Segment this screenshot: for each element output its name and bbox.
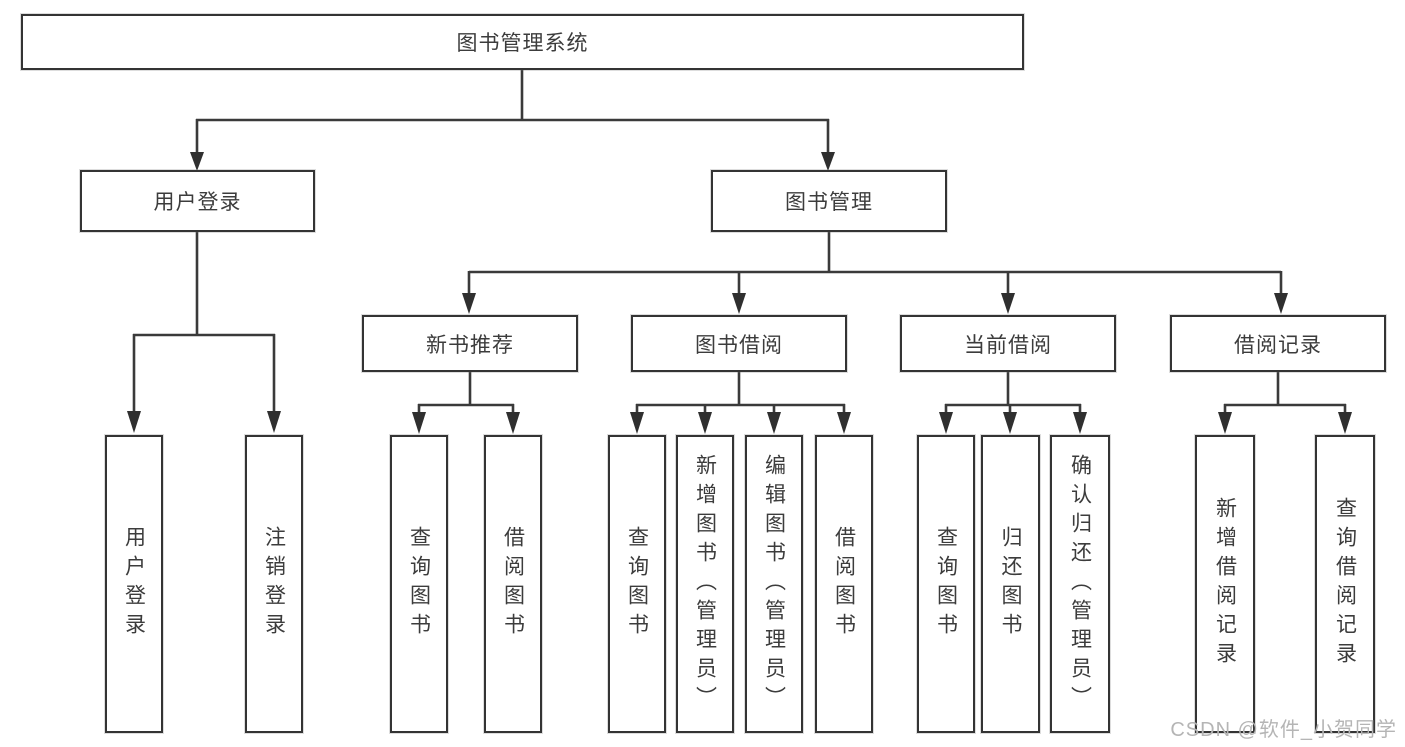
- node-label: 归还图书: [999, 526, 1022, 642]
- node-current-borrow: 当前借阅: [900, 315, 1116, 372]
- node-user-login: 用户登录: [80, 170, 315, 232]
- leaf-query-books-current: 查询图书: [917, 435, 975, 733]
- node-label: 当前借阅: [964, 333, 1052, 357]
- node-label: 用户登录: [153, 191, 242, 214]
- node-new-book-recommend: 新书推荐: [362, 315, 578, 372]
- node-label: 图书管理: [785, 191, 873, 214]
- leaf-borrow-books: 借阅图书: [815, 435, 873, 733]
- leaf-confirm-return-admin: 确认归还（管理员）: [1050, 435, 1110, 733]
- node-label: 查询借阅记录: [1333, 497, 1357, 671]
- node-label: 借阅图书: [832, 526, 856, 642]
- node-label: 查询图书: [934, 526, 958, 642]
- node-borrow-records: 借阅记录: [1170, 315, 1386, 372]
- node-label: 查询图书: [407, 526, 431, 642]
- leaf-logout: 注销登录: [245, 435, 303, 733]
- node-label: 图书管理系统: [456, 32, 589, 55]
- leaf-query-books-recommend: 查询图书: [390, 435, 448, 733]
- node-book-management: 图书管理: [711, 170, 947, 232]
- leaf-edit-books-admin: 编辑图书（管理员）: [745, 435, 803, 733]
- node-label: 编辑图书（管理员）: [762, 453, 786, 715]
- node-label: 图书借阅: [695, 333, 783, 357]
- node-label: 新增借阅记录: [1213, 497, 1237, 671]
- node-label: 用户登录: [122, 526, 146, 642]
- leaf-borrow-books-recommend: 借阅图书: [484, 435, 542, 733]
- node-book-borrow: 图书借阅: [631, 315, 847, 372]
- node-label: 注销登录: [262, 526, 286, 642]
- leaf-query-books-borrow: 查询图书: [608, 435, 666, 733]
- node-label: 新书推荐: [426, 333, 514, 357]
- node-label: 查询图书: [625, 526, 649, 642]
- node-label: 新增图书（管理员）: [693, 453, 717, 715]
- leaf-user-login: 用户登录: [105, 435, 163, 733]
- node-label: 借阅图书: [501, 526, 525, 642]
- node-root-system: 图书管理系统: [21, 14, 1024, 70]
- leaf-add-borrow-record: 新增借阅记录: [1195, 435, 1255, 733]
- leaf-query-borrow-record: 查询借阅记录: [1315, 435, 1375, 733]
- node-label: 借阅记录: [1234, 333, 1322, 357]
- node-label: 确认归还（管理员）: [1068, 453, 1092, 715]
- leaf-add-books-admin: 新增图书（管理员）: [676, 435, 734, 733]
- csdn-watermark: CSDN @软件_小贺同学: [1170, 719, 1397, 741]
- leaf-return-books: 归还图书: [981, 435, 1040, 733]
